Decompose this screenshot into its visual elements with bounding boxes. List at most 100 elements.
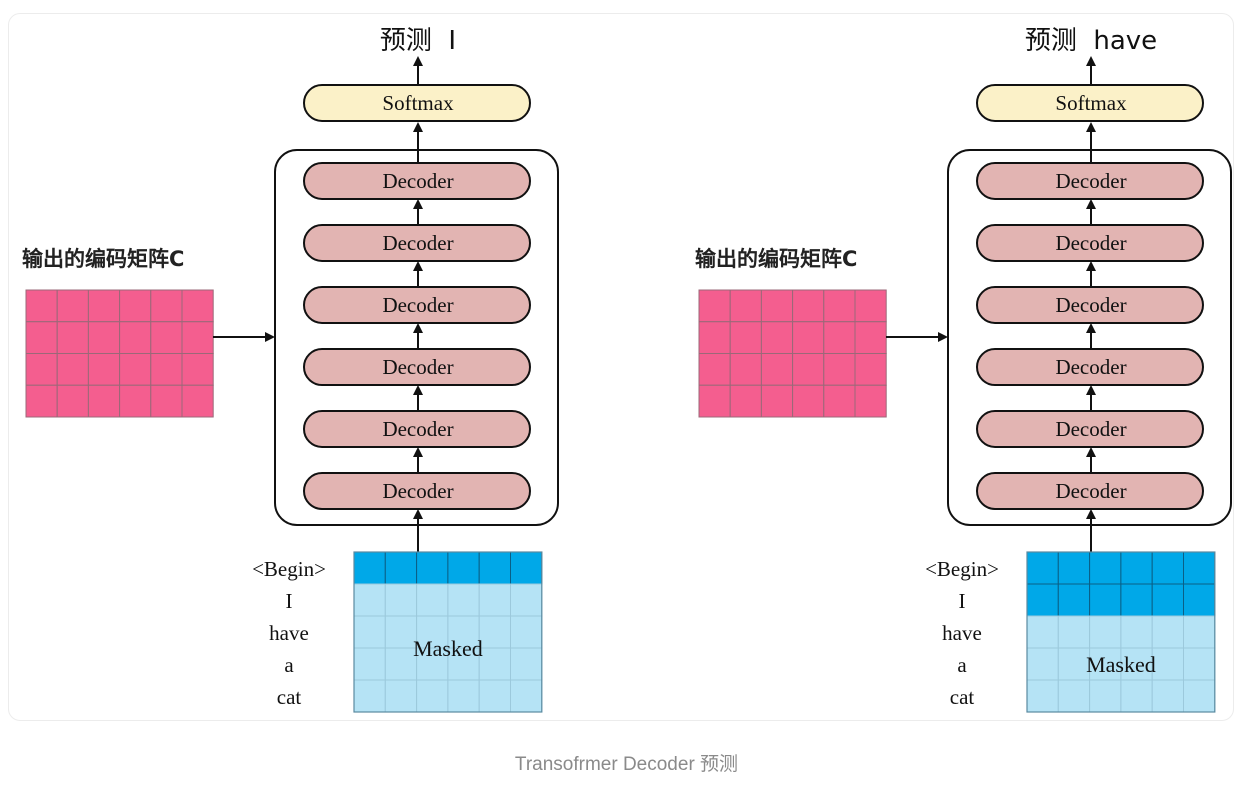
matrix-c-cell <box>56 289 89 323</box>
input-word: I <box>959 589 966 613</box>
masked-cell <box>510 679 543 713</box>
decoder-label: Decoder <box>382 355 453 379</box>
visible-cell <box>1089 551 1122 585</box>
matrix-c-cell <box>181 384 214 418</box>
decoder-stack-box <box>274 149 559 526</box>
matrix-c-cell <box>25 384 58 418</box>
matrix-c-cell <box>760 289 794 323</box>
decoder-label: Decoder <box>382 479 453 503</box>
input-word: have <box>942 621 982 645</box>
masked-cell <box>1026 679 1059 713</box>
masked-cell <box>384 647 418 681</box>
decoder-label: Decoder <box>1055 169 1126 193</box>
input-word: have <box>269 621 309 645</box>
matrix-c-cell <box>760 384 794 418</box>
figure-caption: Transofrmer Decoder 预测 <box>514 754 739 775</box>
masked-cell <box>353 679 386 713</box>
masked-label: Masked <box>1086 652 1156 677</box>
decoder-label: Decoder <box>1055 479 1126 503</box>
masked-cell <box>1057 679 1091 713</box>
matrix-c-cell <box>729 289 762 323</box>
matrix-c-cell <box>87 321 121 354</box>
input-word: a <box>957 653 967 677</box>
matrix-c-cell <box>181 289 214 323</box>
matrix-c-label: 输出的编码矩阵C <box>22 247 184 271</box>
decoder-label: Decoder <box>382 293 453 317</box>
matrix-c-cell <box>792 353 825 386</box>
masked-cell <box>1151 615 1185 649</box>
visible-cell <box>1026 551 1059 585</box>
input-word: a <box>284 653 294 677</box>
visible-cell <box>1057 551 1091 585</box>
visible-cell <box>1026 583 1059 617</box>
masked-cell <box>510 583 543 617</box>
masked-label: Masked <box>413 636 483 661</box>
softmax-label: Softmax <box>1055 91 1127 115</box>
visible-cell <box>1057 583 1091 617</box>
masked-cell <box>478 615 512 649</box>
masked-cell <box>510 615 543 649</box>
visible-cell <box>416 551 449 585</box>
matrix-c-cell <box>823 321 856 354</box>
softmax-label: Softmax <box>382 91 454 115</box>
visible-cell <box>353 551 386 585</box>
masked-cell <box>1183 679 1216 713</box>
matrix-c-cell <box>56 384 89 418</box>
masked-cell <box>1120 679 1153 713</box>
matrix-c-cell <box>25 321 58 354</box>
matrix-c-cell <box>729 353 762 386</box>
masked-cell <box>1026 647 1059 681</box>
matrix-c-cell <box>729 321 762 354</box>
visible-cell <box>1151 583 1185 617</box>
visible-cell <box>384 551 418 585</box>
panel-1: 预测 ISoftmaxDecoderDecoderDecoderDecoderD… <box>22 26 559 713</box>
decoder-diagram: 预测 ISoftmaxDecoderDecoderDecoderDecoderD… <box>22 26 1232 713</box>
matrix-c-cell <box>698 289 731 323</box>
masked-cell <box>1151 679 1185 713</box>
decoder-label: Decoder <box>1055 231 1126 255</box>
decoder-stack-box <box>947 149 1232 526</box>
masked-cell <box>416 583 449 617</box>
masked-cell <box>447 615 480 649</box>
masked-cell <box>1120 647 1153 681</box>
matrix-c-cell <box>823 289 856 323</box>
input-word: cat <box>277 685 302 709</box>
panel-2: 预测 haveSoftmaxDecoderDecoderDecoderDecod… <box>695 26 1232 713</box>
masked-cell <box>478 583 512 617</box>
matrix-c-cell <box>150 353 183 386</box>
prediction-title: 预测 I <box>380 26 456 56</box>
visible-cell <box>510 551 543 585</box>
input-word: cat <box>950 685 975 709</box>
matrix-c-cell <box>823 353 856 386</box>
masked-cell <box>1183 615 1216 649</box>
visible-cell <box>478 551 512 585</box>
visible-cell <box>1120 551 1153 585</box>
decoder-label: Decoder <box>1055 355 1126 379</box>
matrix-c-cell <box>56 321 89 354</box>
masked-cell <box>384 679 418 713</box>
masked-cell <box>1026 615 1059 649</box>
matrix-c-cell <box>87 384 121 418</box>
masked-cell <box>1057 615 1091 649</box>
softmax-box <box>976 84 1204 122</box>
masked-cell <box>1089 615 1122 649</box>
masked-cell <box>353 647 386 681</box>
input-matrix-border <box>1026 551 1216 713</box>
masked-cell <box>510 647 543 681</box>
decoder-label: Decoder <box>1055 293 1126 317</box>
visible-cell <box>447 551 480 585</box>
matrix-c-cell <box>760 353 794 386</box>
masked-cell <box>384 615 418 649</box>
masked-cell <box>416 679 449 713</box>
decoder-label: Decoder <box>382 417 453 441</box>
masked-cell <box>1183 647 1216 681</box>
masked-cell <box>1120 615 1153 649</box>
masked-cell <box>478 679 512 713</box>
matrix-c-cell <box>698 353 731 386</box>
matrix-c-cell <box>854 384 887 418</box>
matrix-c-cell <box>792 321 825 354</box>
matrix-c-cell <box>119 289 152 323</box>
visible-cell <box>1089 583 1122 617</box>
masked-cell <box>447 679 480 713</box>
visible-cell <box>1120 583 1153 617</box>
